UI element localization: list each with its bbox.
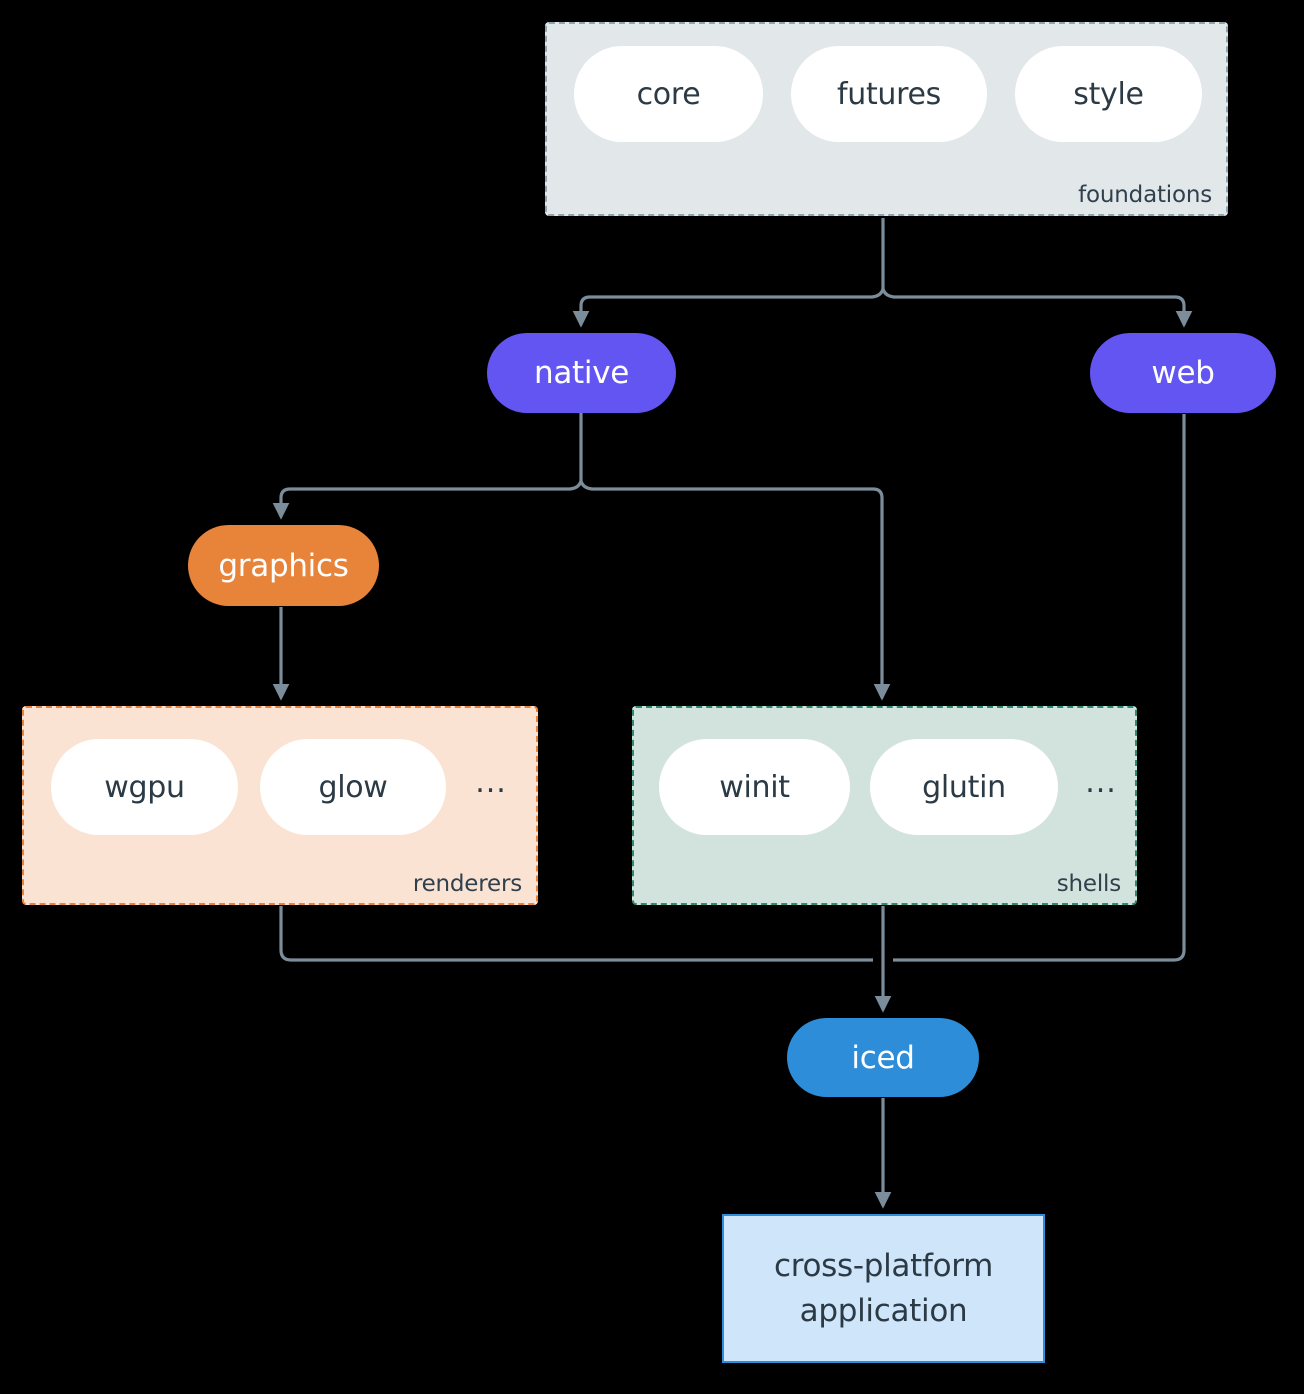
node-cross-platform-application[interactable]: cross-platform application bbox=[722, 1214, 1045, 1363]
node-glutin[interactable]: glutin bbox=[870, 739, 1058, 835]
cluster-foundations: core futures style foundations bbox=[545, 22, 1228, 216]
edge-native-to-shells bbox=[579, 480, 891, 701]
node-wgpu[interactable]: wgpu bbox=[51, 739, 238, 835]
node-native[interactable]: native bbox=[487, 333, 676, 413]
edge-foundations-to-native bbox=[572, 288, 885, 328]
edge-native-to-graphics bbox=[272, 480, 583, 520]
edge-renderers-to-iced bbox=[279, 906, 873, 962]
cluster-shells: winit glutin ... shells bbox=[632, 706, 1137, 905]
node-renderers-more: ... bbox=[475, 764, 507, 800]
node-style[interactable]: style bbox=[1015, 46, 1202, 142]
cluster-foundations-nodes: core futures style bbox=[574, 46, 1202, 142]
edge-foundations-to-web bbox=[881, 288, 1193, 328]
node-futures[interactable]: futures bbox=[791, 46, 987, 142]
cluster-shells-nodes: winit glutin ... bbox=[659, 734, 1124, 840]
cluster-shells-label: shells bbox=[1056, 871, 1121, 897]
cluster-renderers-label: renderers bbox=[412, 871, 522, 897]
node-core[interactable]: core bbox=[574, 46, 763, 142]
node-iced[interactable]: iced bbox=[787, 1018, 979, 1097]
cluster-renderers-nodes: wgpu glow ... bbox=[51, 734, 514, 840]
node-graphics[interactable]: graphics bbox=[188, 525, 379, 606]
application-line-1: cross-platform bbox=[773, 1248, 994, 1285]
node-glow[interactable]: glow bbox=[260, 739, 446, 835]
node-web[interactable]: web bbox=[1090, 333, 1276, 413]
application-line-2: application bbox=[799, 1292, 968, 1329]
cluster-renderers: wgpu glow ... renderers bbox=[22, 706, 538, 905]
node-winit[interactable]: winit bbox=[659, 739, 850, 835]
node-shells-more: ... bbox=[1085, 764, 1117, 800]
cluster-foundations-label: foundations bbox=[1078, 182, 1212, 208]
